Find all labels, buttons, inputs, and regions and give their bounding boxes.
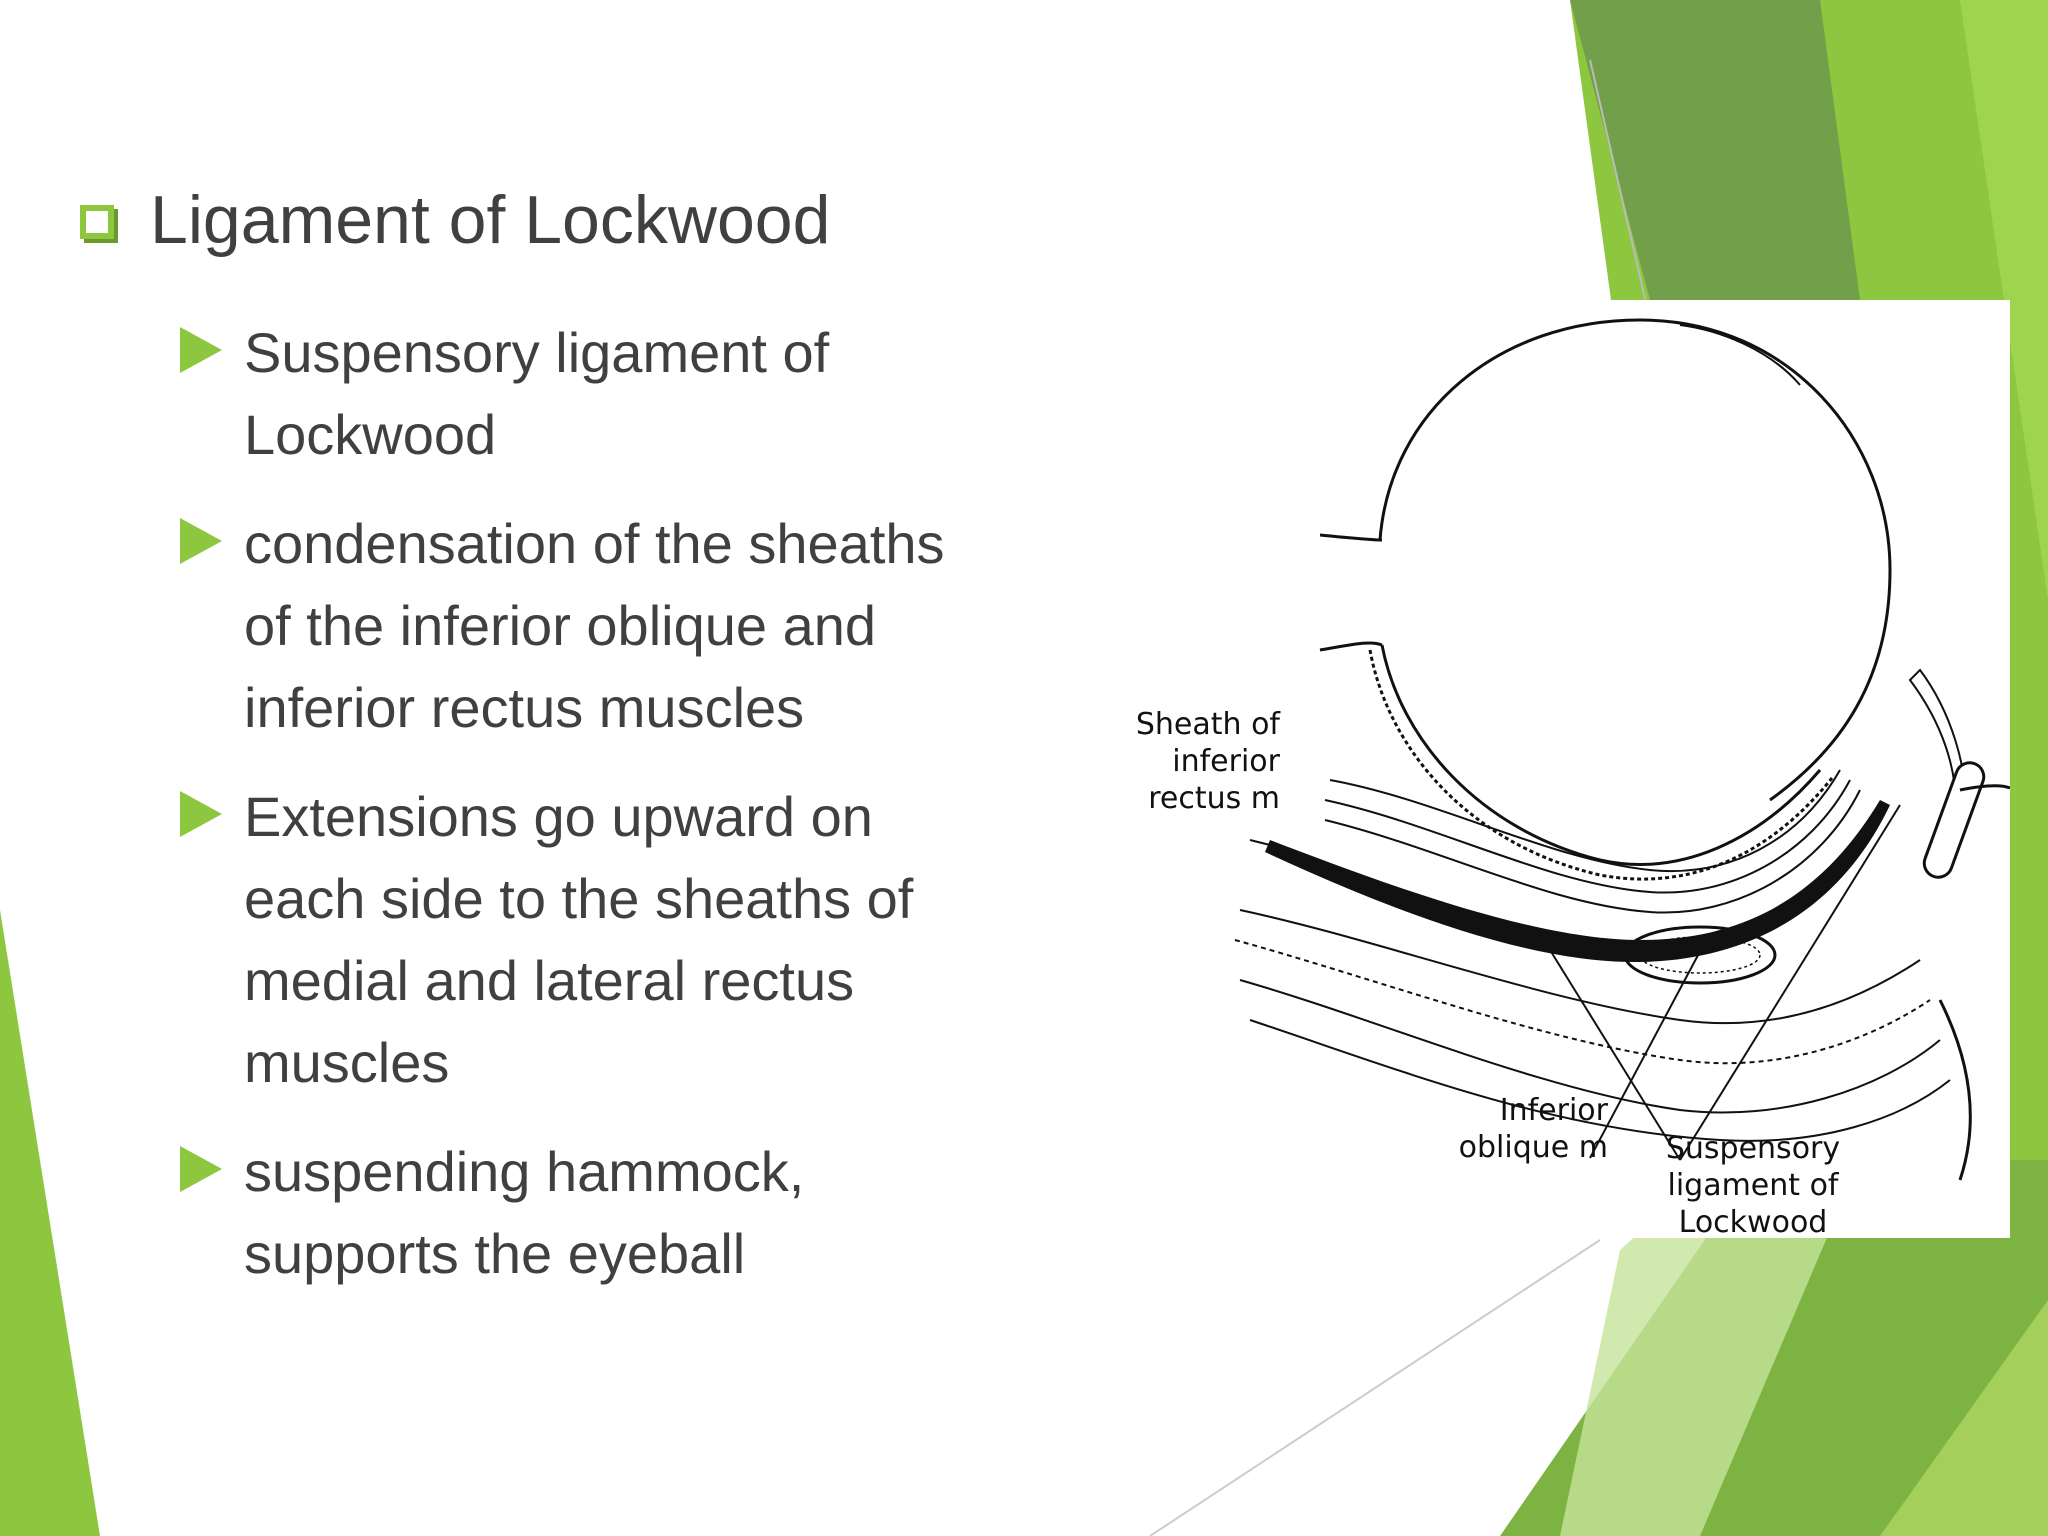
muscle-texture <box>1639 936 1761 974</box>
lower-lid-line <box>1319 641 1383 652</box>
label-suspensory-ligament: Suspensory ligament of Lockwood <box>1658 1130 1848 1241</box>
upper-lid-line <box>1319 533 1383 542</box>
right-dark-facet <box>1570 0 1860 300</box>
slide-title: Ligament of Lockwood <box>150 182 831 258</box>
label-line: inferior <box>1172 744 1280 779</box>
label-line: Sheath of <box>1135 707 1280 742</box>
label-line: Inferior <box>1499 1093 1608 1128</box>
label-line: Lockwood <box>1678 1205 1828 1240</box>
leader-line-sheath <box>1249 839 1271 846</box>
bottom-pale-facet <box>1560 1160 1860 1536</box>
eyeball-illustration <box>1234 318 2010 1181</box>
bone-contour <box>1938 999 1972 1181</box>
orbital-layer <box>1239 979 1941 1114</box>
rectus-fiber <box>1324 779 1851 894</box>
tarsal-plate <box>1922 761 1986 879</box>
bullet-line: suspending hammock, <box>244 1140 805 1203</box>
orbital-layer <box>1239 909 1921 1025</box>
bullet-line: inferior rectus muscles <box>244 676 805 739</box>
triangle-bullet-icon <box>180 1146 222 1192</box>
bullet-item: Extensions go upward on each side to the… <box>180 776 1060 1104</box>
orbital-layer <box>1234 939 1931 1065</box>
bullet-line: each side to the sheaths of <box>244 867 914 930</box>
rectus-fiber <box>1324 789 1861 914</box>
bullet-list: Suspensory ligament of Lockwood condensa… <box>180 312 1060 1322</box>
bullet-text: suspending hammock, supports the eyeball <box>244 1131 804 1295</box>
bullet-line: condensation of the sheaths <box>244 512 945 575</box>
bullet-item: condensation of the sheaths of the infer… <box>180 503 1060 749</box>
inferior-oblique-muscle <box>1623 925 1777 985</box>
bullet-line: Lockwood <box>244 403 497 466</box>
lid-edge <box>1959 784 2010 792</box>
sclera-inner <box>1380 644 1822 866</box>
bullet-line: Suspensory ligament of <box>244 321 830 384</box>
rectus-fiber <box>1329 769 1841 872</box>
leader-line-lockwood <box>1549 949 1681 1161</box>
bullet-line: medial and lateral rectus <box>244 949 855 1012</box>
eyeball-diagram: Sheath of inferior rectus m Inferior obl… <box>1120 300 2010 1241</box>
upper-fibers <box>1679 324 1801 386</box>
bullet-text: Extensions go upward on each side to the… <box>244 776 913 1104</box>
title-row: Ligament of Lockwood <box>80 186 830 254</box>
triangle-bullet-icon <box>180 791 222 837</box>
sclera-outer <box>1368 649 1834 881</box>
bullet-line: Extensions go upward on <box>244 785 873 848</box>
bullet-line: muscles <box>244 1031 450 1094</box>
bullet-text: condensation of the sheaths of the infer… <box>244 503 945 749</box>
bullet-item: Suspensory ligament of Lockwood <box>180 312 1060 476</box>
checkbox-bullet-icon <box>80 205 114 239</box>
thin-diagonal-line <box>1149 1239 1601 1536</box>
bullet-text: Suspensory ligament of Lockwood <box>244 312 829 476</box>
left-green-wedge <box>0 910 100 1536</box>
label-line: Suspensory <box>1665 1131 1841 1166</box>
leader-line-oblique <box>1589 941 1706 1159</box>
bullet-line: of the inferior oblique and <box>244 594 876 657</box>
label-inferior-oblique: Inferior oblique m <box>1438 1092 1608 1166</box>
leader-line-lockwood <box>1679 804 1901 1161</box>
label-sheath: Sheath of inferior rectus m <box>1124 706 1280 817</box>
bullet-line: supports the eyeball <box>244 1222 746 1285</box>
eyeball-outline <box>1378 318 1892 802</box>
triangle-bullet-icon <box>180 327 222 373</box>
label-line: oblique m <box>1458 1130 1608 1165</box>
bottom-corner-facet <box>1880 1300 2048 1536</box>
thin-top-line <box>1589 59 1651 321</box>
label-line: rectus m <box>1148 781 1280 816</box>
triangle-bullet-icon <box>180 518 222 564</box>
bullet-item: suspending hammock, supports the eyeball <box>180 1131 1060 1295</box>
label-line: ligament of <box>1667 1168 1839 1203</box>
